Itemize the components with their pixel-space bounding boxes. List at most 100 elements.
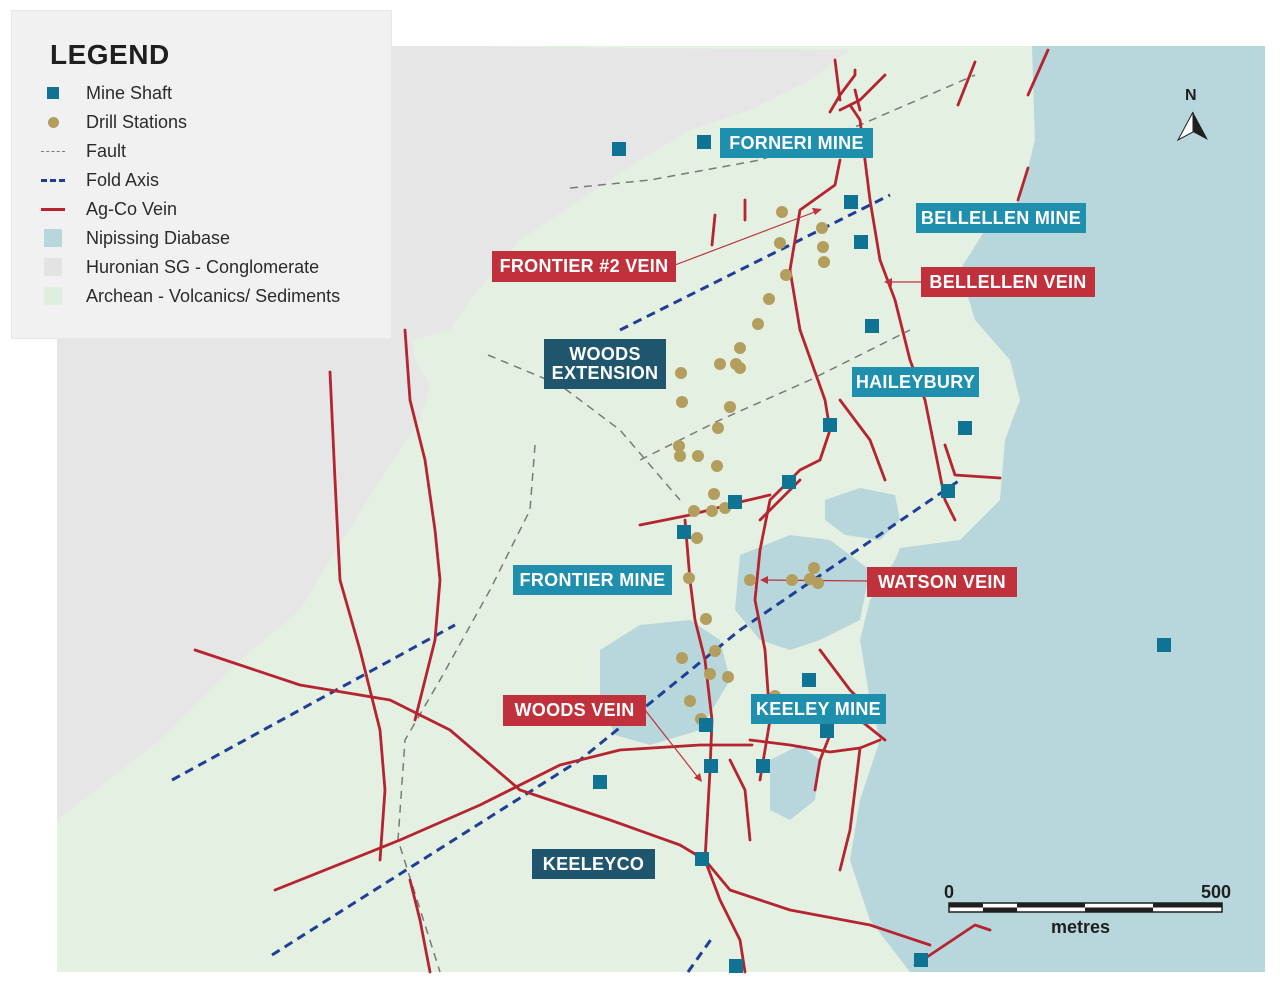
legend-item-drill-stations: Drill Stations	[38, 110, 187, 134]
mine-shaft	[612, 142, 626, 156]
drill-station	[691, 532, 703, 544]
drill-station	[808, 562, 820, 574]
drill-station	[700, 613, 712, 625]
diabase-east	[850, 46, 1265, 972]
mine-shaft	[677, 525, 691, 539]
drill-station	[708, 488, 720, 500]
label-watson-vein: WATSON VEIN	[867, 567, 1017, 597]
drill-station	[776, 206, 788, 218]
diabase-center	[735, 535, 870, 650]
drill-station	[704, 668, 716, 680]
mine-shaft	[695, 852, 709, 866]
archean-swatch-icon	[44, 287, 62, 305]
mine-shaft	[593, 775, 607, 789]
drill-station	[763, 293, 775, 305]
huronian-swatch-icon	[44, 258, 62, 276]
legend-item-mine-shaft: Mine Shaft	[38, 81, 172, 105]
north-arrow-icon	[1176, 111, 1208, 142]
mine-shaft	[699, 718, 713, 732]
legend-label: Drill Stations	[86, 111, 188, 132]
mine-shaft	[823, 418, 837, 432]
legend-item-archean: Archean - Volcanics/ Sediments	[38, 284, 340, 308]
mine-shafts	[593, 135, 1171, 973]
legend-title: LEGEND	[50, 39, 170, 70]
legend-label: Nipissing Diabase	[86, 227, 231, 248]
drill-station	[714, 358, 726, 370]
drill-station	[817, 241, 829, 253]
vein-line-icon	[41, 207, 65, 211]
drill-station	[752, 318, 764, 330]
label-bellellen-vein: BELLELLEN VEIN	[921, 267, 1095, 297]
diabase-east-inlet	[825, 488, 900, 540]
drill-station	[744, 574, 756, 586]
mine-shaft	[854, 235, 868, 249]
drill-station	[780, 269, 792, 281]
mine-shaft	[697, 135, 711, 149]
legend-panel: LEGEND Mine Shaft Drill Stations Fault F…	[12, 11, 391, 338]
legend-label: Archean - Volcanics/ Sediments	[86, 285, 341, 306]
drill-station	[675, 367, 687, 379]
scale-bar	[948, 902, 1223, 913]
label-frontier-2-vein: FRONTIER #2 VEIN	[492, 251, 676, 282]
diabase-swatch-icon	[44, 229, 62, 247]
drill-station	[722, 671, 734, 683]
label-forneri-mine: FORNERI MINE	[720, 128, 873, 158]
drill-station	[724, 401, 736, 413]
legend-item-diabase: Nipissing Diabase	[38, 226, 230, 250]
scale-unit-label: metres	[1051, 917, 1111, 937]
label-woods-vein: WOODS VEIN	[503, 695, 646, 726]
legend-item-fold-axis: Fold Axis	[38, 168, 159, 192]
drill-station	[712, 422, 724, 434]
legend-label: Mine Shaft	[86, 82, 173, 103]
scale-start-label: 0	[944, 882, 955, 902]
mine-shaft	[704, 759, 718, 773]
diabase-south	[770, 745, 820, 820]
mine-shaft	[820, 724, 834, 738]
label-keeleyco: KEELEYCO	[532, 849, 655, 879]
legend-label: Fault	[86, 140, 127, 161]
drill-station	[786, 574, 798, 586]
legend-label: Ag-Co Vein	[86, 198, 178, 219]
drill-station	[734, 362, 746, 374]
drill-station	[734, 342, 746, 354]
drill-station-icon	[47, 116, 59, 128]
label-frontier-mine: FRONTIER MINE	[513, 565, 672, 595]
drill-station	[774, 237, 786, 249]
mine-shaft	[729, 959, 743, 973]
drill-station	[676, 652, 688, 664]
mine-shaft	[941, 484, 955, 498]
mine-shaft	[782, 475, 796, 489]
fold-axis-icon	[41, 178, 65, 182]
drill-station	[711, 460, 723, 472]
drill-station	[816, 222, 828, 234]
drill-station	[812, 577, 824, 589]
drill-station	[674, 450, 686, 462]
drill-station	[676, 396, 688, 408]
legend-item-vein: Ag-Co Vein	[38, 197, 177, 221]
mine-shaft	[802, 673, 816, 687]
drill-station	[692, 450, 704, 462]
north-label: N	[1185, 87, 1197, 104]
fault-line-icon	[41, 150, 65, 152]
mine-shaft	[958, 421, 972, 435]
drill-station	[709, 645, 721, 657]
mine-shaft	[844, 195, 858, 209]
scale-end-label: 500	[1201, 882, 1232, 902]
mine-shaft	[914, 953, 928, 967]
label-bellellen-mine: BELLELLEN MINE	[916, 203, 1086, 233]
mine-shaft	[1157, 638, 1171, 652]
drill-station	[818, 256, 830, 268]
leader-arrowheads	[694, 208, 892, 782]
mine-shaft	[728, 495, 742, 509]
mine-shaft-icon	[47, 87, 59, 99]
label-woods-extension: WOODS EXTENSION	[544, 339, 666, 389]
legend-item-fault: Fault	[38, 139, 126, 163]
legend-label: Huronian SG - Conglomerate	[86, 256, 320, 277]
drill-station	[673, 440, 685, 452]
drill-station	[688, 505, 700, 517]
mine-shaft	[865, 319, 879, 333]
label-haileybury: HAILEYBURY	[852, 367, 979, 397]
label-keeley-mine: KEELEY MINE	[751, 694, 886, 724]
drill-station	[684, 695, 696, 707]
